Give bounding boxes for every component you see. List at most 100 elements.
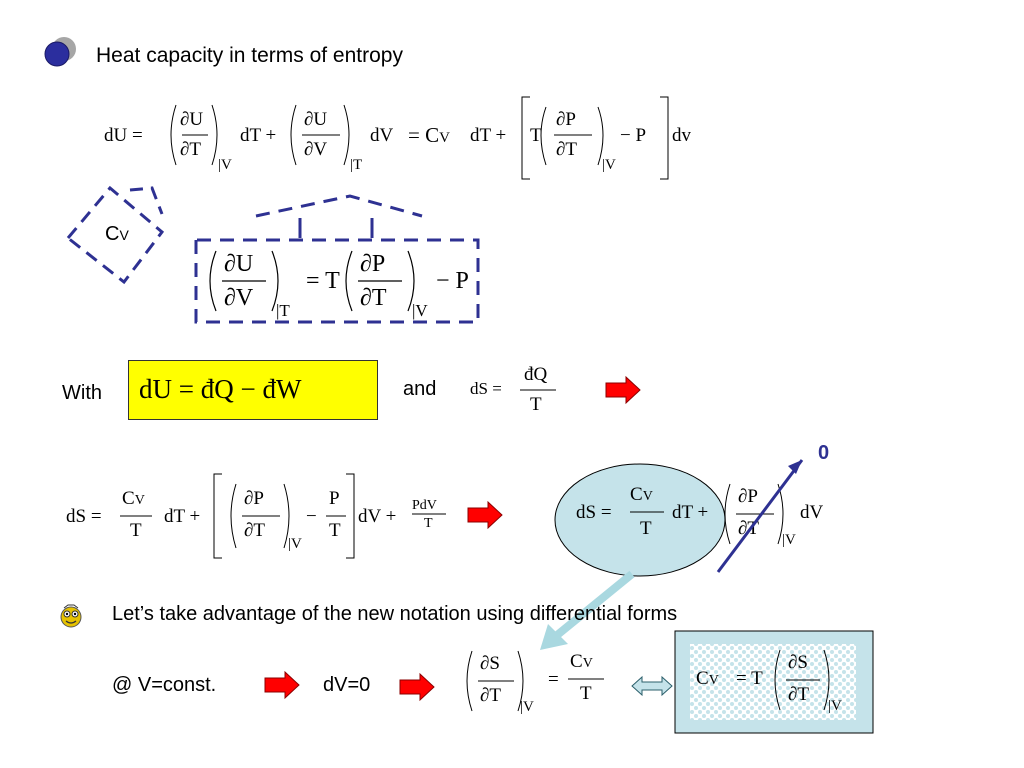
eq2-sub-t: |T xyxy=(276,301,290,320)
eq7-sub-v: |V xyxy=(520,699,534,715)
eq1-num-u: ∂U xyxy=(180,109,204,130)
eq1-dt: dT + xyxy=(240,125,277,146)
eq5-pn: P xyxy=(329,488,340,509)
eq7-den: T xyxy=(580,683,592,704)
eq2-num-u: ∂U xyxy=(224,251,254,277)
eq6-cv: CV xyxy=(630,484,653,506)
eq4-den: T xyxy=(530,394,542,415)
eq1-num-u2: ∂U xyxy=(304,109,328,130)
equation-ds-simplified: dS = CV T dT + ∂P ∂T |V dV xyxy=(574,476,844,566)
smiley-bullet-icon xyxy=(60,604,82,628)
eq1-dv: dV xyxy=(370,125,394,146)
eq6-dt: dT + xyxy=(672,502,709,523)
eq8-sub-v: |V xyxy=(828,698,842,714)
cross-out-slash xyxy=(716,459,804,573)
eq5-num-p: ∂P xyxy=(244,488,264,509)
eq8-cv-c: C xyxy=(696,668,709,689)
cv-label-c: C xyxy=(105,223,120,245)
eq1-cv-sub: V xyxy=(439,130,450,146)
eq7-cv-sub: V xyxy=(582,656,593,671)
eq8-cv-sub: V xyxy=(708,673,719,688)
eq2-den-t: ∂T xyxy=(360,285,387,311)
eq1-lhs: dU = xyxy=(104,125,143,146)
red-arrow-icon xyxy=(264,670,300,700)
eq5-brackets xyxy=(120,473,446,559)
eq6-cv-sub: V xyxy=(642,489,653,504)
eq5-den: T xyxy=(130,520,142,541)
slide-title: Heat capacity in terms of entropy xyxy=(96,44,403,67)
eq4-num: đQ xyxy=(524,364,548,385)
eq6-lhs: dS = xyxy=(576,502,612,523)
eq1-sub-t: |T xyxy=(350,157,363,173)
eq5-cv-c: C xyxy=(122,488,135,509)
eq5-lhs: dS = xyxy=(66,506,102,527)
eq1-den-t: ∂T xyxy=(180,139,201,160)
eq5-cv: CV xyxy=(122,488,145,510)
eq6-sub-v: |V xyxy=(782,532,796,548)
cv-dashed-callout xyxy=(65,185,165,285)
double-arrow-icon xyxy=(631,675,673,697)
eq2-brackets xyxy=(209,250,415,312)
eq7-brackets xyxy=(466,650,604,712)
eq6-num-p: ∂P xyxy=(738,486,758,507)
eq6-brackets xyxy=(630,483,784,545)
final-result-box xyxy=(674,630,874,734)
eq5-cv-sub: V xyxy=(134,493,145,508)
eq7-den-t: ∂T xyxy=(480,685,501,706)
eq1-den-v2: ∂V xyxy=(304,139,328,160)
eq5-pdv-den: T xyxy=(424,516,433,531)
title-bullet-icon xyxy=(44,37,76,67)
eq4-fraction-bar xyxy=(520,389,556,391)
eq2-eq-t: = T xyxy=(306,268,340,294)
eq2-minus-p: − P xyxy=(436,268,469,294)
eq6-dv: dV xyxy=(800,502,824,523)
eq1-dt2: dT + xyxy=(470,125,507,146)
eq8-den-t: ∂T xyxy=(788,684,809,705)
eq2-num-p: ∂P xyxy=(360,251,386,277)
pointer-arrow-icon xyxy=(540,570,635,650)
equation-ds-dq: dS = đQ T xyxy=(470,362,570,422)
eq5-pd: T xyxy=(329,520,341,541)
eq1-eq-cv: = CV xyxy=(408,123,450,148)
eq5-dt: dT + xyxy=(164,506,201,527)
eq7-eq: = xyxy=(548,669,559,690)
first-law-equation: dU = đQ − đW xyxy=(139,374,302,404)
eq7-cv: CV xyxy=(570,651,593,673)
eq2-dashed-callout xyxy=(194,194,480,324)
eq8-cv: CV xyxy=(696,668,719,690)
dv-zero-label: dV=0 xyxy=(323,674,371,696)
eq1-sub-v: |V xyxy=(218,157,232,173)
eq2-sub-v: |V xyxy=(412,301,428,320)
zero-label: 0 xyxy=(818,442,830,464)
eq1-minus-p: − P xyxy=(620,125,647,146)
eq8-brackets xyxy=(774,649,830,711)
eq1-sub-v2: |V xyxy=(602,157,616,173)
eq4-lhs: dS = xyxy=(470,379,502,398)
first-law-highlight-box: dU = đQ − đW xyxy=(128,360,378,420)
eq7-cv-c: C xyxy=(570,651,583,672)
eq6-den: T xyxy=(640,518,652,539)
vconst-label: @ V=const. xyxy=(112,674,217,696)
eq1-brackets xyxy=(170,96,669,180)
eq5-sub-v: |V xyxy=(288,536,302,552)
eq2-den-v: ∂V xyxy=(224,285,254,311)
eq7-num-s: ∂S xyxy=(480,653,500,674)
eq6-cv-c: C xyxy=(630,484,643,505)
red-arrow-icon xyxy=(467,500,503,530)
eq8-num-s: ∂S xyxy=(788,652,808,673)
red-arrow-icon xyxy=(399,672,435,702)
cv-label-sub: V xyxy=(119,227,129,243)
eq1-T: T xyxy=(530,125,542,146)
equation-ds-dt-v: ∂S ∂T |V = CV T xyxy=(462,645,612,725)
equation-ds-expansion: dS = CV T dT + ∂P ∂T |V − P T dV + PdV T xyxy=(64,472,464,562)
eq5-den-t: ∂T xyxy=(244,520,265,541)
bullet-text: Let’s take advantage of the new notation… xyxy=(112,603,678,625)
eq5-pdv: PdV xyxy=(412,498,437,513)
eq1-cv-text: = C xyxy=(408,123,440,147)
equation-du-expansion: dU = ∂U ∂T |V dT + ∂U ∂V |T dV = CV dT +… xyxy=(100,95,720,185)
eq1-dv2: dv xyxy=(672,125,691,146)
eq5-minus: − xyxy=(306,506,317,527)
eq5-dv: dV + xyxy=(358,506,397,527)
equation-cv-entropy: CV = T ∂S ∂T |V xyxy=(694,646,864,726)
with-label: With xyxy=(62,382,102,404)
